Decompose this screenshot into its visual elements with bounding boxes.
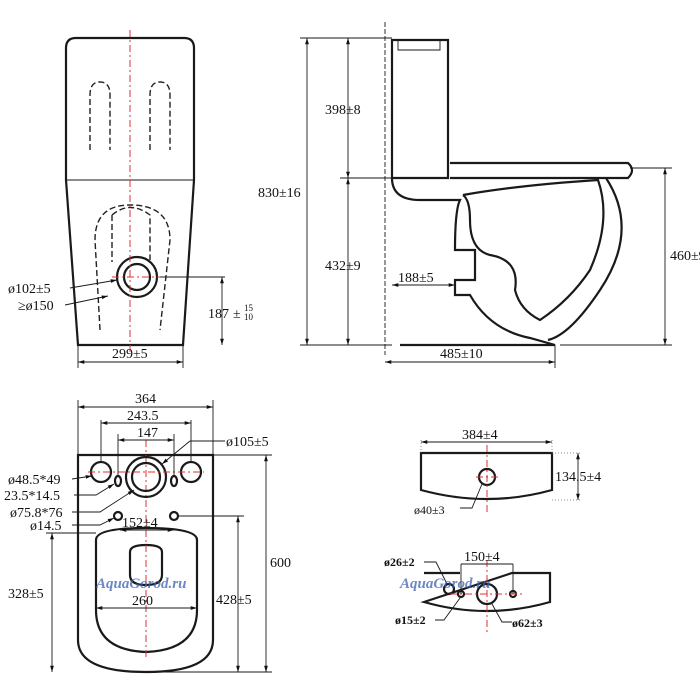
front-view: 299±5 ø102±5 ≥ø150 187 ± 15 10 bbox=[8, 30, 254, 368]
hole-15-label: ø15±2 bbox=[395, 613, 426, 627]
bottom-spacing-label: 150±4 bbox=[464, 550, 500, 565]
hole-62-label: ø62±3 bbox=[512, 616, 543, 630]
length-600-label: 600 bbox=[270, 556, 291, 571]
lid-width-label: 384±4 bbox=[462, 428, 498, 443]
min-dia-label: ≥ø150 bbox=[18, 299, 54, 314]
seat-height-label: 460±9 bbox=[670, 249, 700, 264]
tank-lid-view: 384±4 134.5±4 ø40±3 bbox=[414, 428, 601, 517]
side-view: 830±16 398±8 432±9 188±5 460±9 485±10 bbox=[258, 22, 700, 368]
hole-48-label: ø48.5*49 bbox=[8, 473, 61, 488]
lid-hole-label: ø40±3 bbox=[414, 503, 445, 517]
width-147-label: 147 bbox=[137, 426, 158, 441]
tolerance-lower: 10 bbox=[244, 312, 254, 322]
watermark: AquaGorod.ru bbox=[399, 576, 490, 592]
total-height-label: 830±16 bbox=[258, 186, 301, 201]
hole-105-label: ø105±5 bbox=[226, 435, 269, 450]
top-view: 364 243.5 147 ø105±5 ø48.5*49 23.5*14.5 … bbox=[4, 392, 291, 674]
lid-height-label: 134.5±4 bbox=[555, 470, 601, 485]
slot-23-label: 23.5*14.5 bbox=[4, 489, 60, 504]
tolerance-sign: ± bbox=[233, 307, 241, 322]
drain-dia-label: ø102±5 bbox=[8, 282, 51, 297]
watermark: AquaGorod.ru bbox=[95, 576, 186, 592]
hole-75-label: ø75.8*76 bbox=[10, 506, 63, 521]
length-428-label: 428±5 bbox=[216, 593, 252, 608]
tank-bottom-view: 150±4 ø26±2 ø15±2 ø62±3 bbox=[384, 550, 552, 632]
depth-label: 485±10 bbox=[440, 347, 483, 362]
width-243-label: 243.5 bbox=[127, 409, 159, 424]
seat-width-label: 260 bbox=[132, 594, 153, 609]
length-328-label: 328±5 bbox=[8, 587, 44, 602]
front-width-label: 299±5 bbox=[112, 347, 148, 362]
width-364-label: 364 bbox=[135, 392, 156, 407]
tank-height-label: 398±8 bbox=[325, 103, 361, 118]
outlet-label: 188±5 bbox=[398, 271, 434, 286]
hole-14-label: ø14.5 bbox=[30, 519, 62, 534]
hole-26-label: ø26±2 bbox=[384, 555, 415, 569]
front-height-label: 187 bbox=[208, 307, 229, 322]
spacing-152-label: 152±4 bbox=[122, 516, 158, 531]
tolerance-upper: 15 bbox=[244, 303, 254, 313]
bowl-height-label: 432±9 bbox=[325, 259, 361, 274]
